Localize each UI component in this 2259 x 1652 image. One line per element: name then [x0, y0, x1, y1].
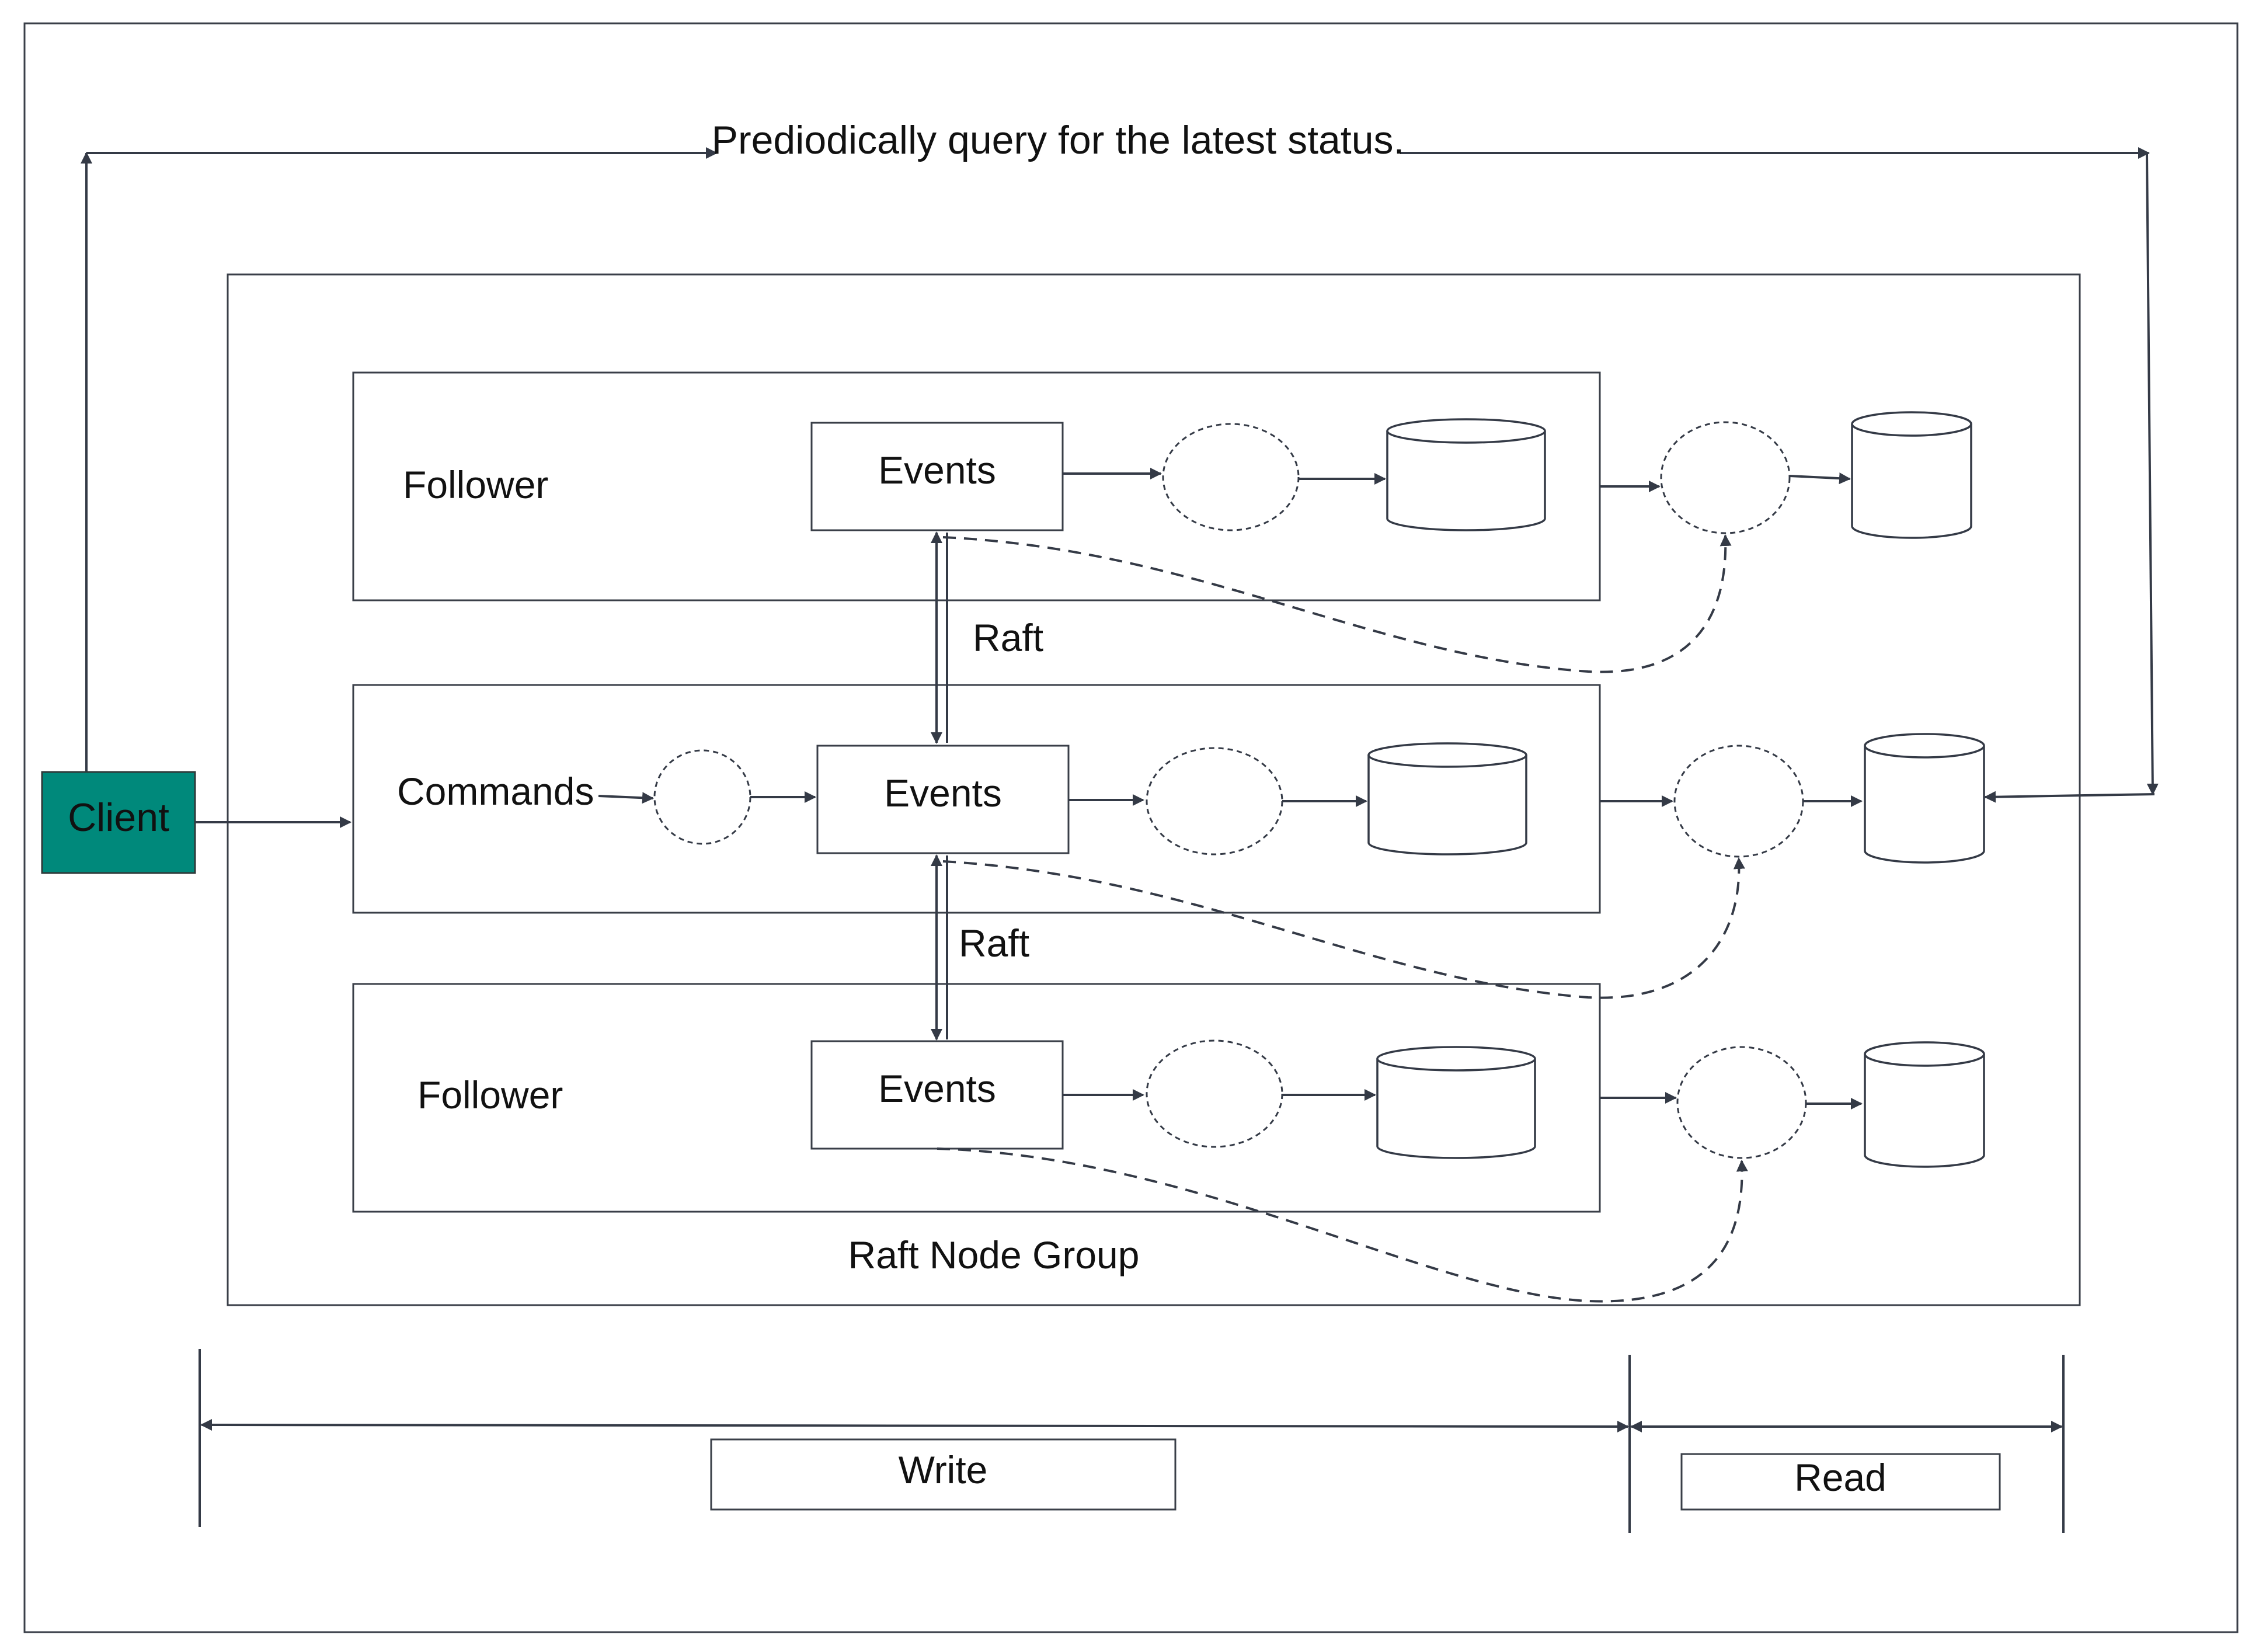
write-label-box: [710, 1438, 1177, 1511]
query-label: Prediodically query for the latest statu…: [712, 118, 1405, 162]
read-label: Read: [1794, 1456, 1886, 1499]
read-database-cylinder: [1864, 733, 1985, 864]
read-processor-circle: [1660, 421, 1791, 534]
read-label-box: [1680, 1453, 2001, 1511]
raft-label: Raft: [959, 921, 1029, 965]
events-label: Events: [884, 771, 1002, 815]
replication-dashed-arrow: [942, 534, 1732, 673]
node-role-label: Commands: [397, 770, 594, 813]
client-label: Client: [68, 795, 169, 840]
raft-label: Raft: [973, 616, 1043, 659]
query-to-read-store-arrow: [1984, 791, 2155, 803]
command-queue-circle: [653, 749, 751, 845]
query-line-down: [2146, 152, 2159, 795]
database-cylinder: [1367, 742, 1527, 855]
events-label: Events: [878, 448, 996, 492]
read-database-cylinder: [1864, 1041, 1985, 1168]
node-role-label: Follower: [417, 1073, 563, 1117]
flow-arrow: [1789, 472, 1851, 485]
events-label: Events: [878, 1067, 996, 1110]
commands-arrow: [598, 792, 654, 804]
write-label: Write: [899, 1448, 988, 1491]
read-database-cylinder: [1851, 411, 1972, 539]
database-cylinder: [1386, 418, 1546, 531]
node-leader: [352, 684, 1601, 914]
processor-circle: [1146, 747, 1283, 855]
group-label: Raft Node Group: [848, 1233, 1140, 1277]
processor-circle: [1162, 423, 1300, 531]
processor-circle: [1146, 1039, 1283, 1148]
node-role-label: Follower: [403, 463, 548, 506]
database-cylinder: [1376, 1046, 1536, 1159]
outer-frame: [23, 22, 2239, 1633]
replication-dashed-arrow: [942, 857, 1745, 999]
raft-node-group: [227, 273, 2081, 1306]
client-box: [41, 771, 196, 874]
write-span-arrow: [200, 1419, 1629, 1432]
read-processor-circle: [1673, 745, 1804, 858]
events-box: [810, 422, 1064, 531]
replication-dashed-arrow: [937, 1147, 1748, 1303]
read-processor-circle: [1676, 1046, 1807, 1159]
